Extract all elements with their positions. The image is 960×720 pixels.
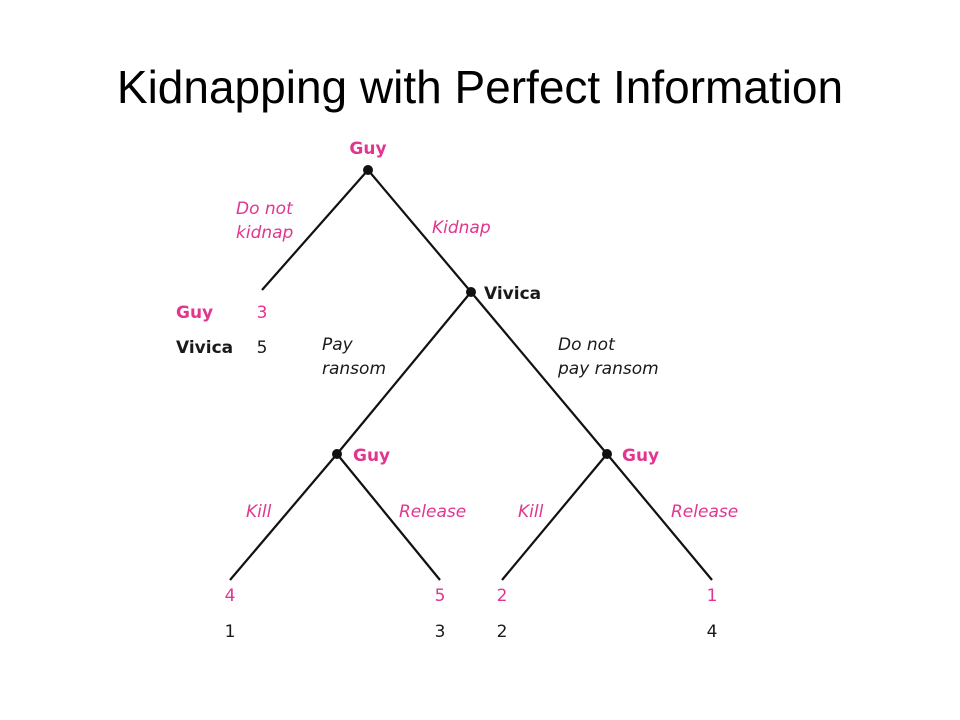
payoff-pay-kill-guy: 4 xyxy=(225,586,236,606)
payoff-no-kidnap-guy: 3 xyxy=(257,303,268,323)
edge-do-not-kidnap xyxy=(261,169,369,291)
node-label-root-guy: Guy xyxy=(349,139,386,159)
edge-kill-after-pay xyxy=(229,453,338,581)
action-pay-ransom-line1: Pay xyxy=(322,335,354,355)
edge-pay-ransom xyxy=(336,291,472,455)
payoff-pay-release-guy: 5 xyxy=(435,586,446,606)
payoff-legend-guy: Guy xyxy=(176,303,213,323)
edge-release-after-pay xyxy=(336,453,441,581)
action-release-after-pay: Release xyxy=(399,502,466,522)
action-do-not-kidnap-line1: Do not xyxy=(236,199,294,219)
action-kill-after-no-pay: Kill xyxy=(518,502,544,522)
edge-release-after-no-pay xyxy=(606,453,713,581)
slide-title: Kidnapping with Perfect Information xyxy=(116,61,844,113)
node-guy-after-no-pay xyxy=(602,449,612,459)
node-vivica xyxy=(466,287,476,297)
payoff-pay-kill-vivica: 1 xyxy=(225,622,236,642)
action-release-after-no-pay: Release xyxy=(671,502,738,522)
payoff-no-kidnap-vivica: 5 xyxy=(257,338,268,358)
node-root-guy xyxy=(363,165,373,175)
payoff-nopay-release-vivica: 4 xyxy=(707,622,718,642)
payoff-nopay-kill-guy: 2 xyxy=(497,586,508,606)
action-kill-after-pay: Kill xyxy=(246,502,272,522)
edge-do-not-pay-ransom xyxy=(470,291,608,455)
edge-kidnap xyxy=(367,169,472,293)
action-do-not-kidnap-line2: kidnap xyxy=(236,223,294,243)
action-pay-ransom-line2: ransom xyxy=(322,359,386,379)
action-kidnap: Kidnap xyxy=(432,218,491,238)
payoff-legend-vivica: Vivica xyxy=(176,338,233,358)
payoff-nopay-release-guy: 1 xyxy=(707,586,718,606)
payoff-nopay-kill-vivica: 2 xyxy=(497,622,508,642)
edge-kill-after-no-pay xyxy=(501,453,608,581)
node-label-vivica: Vivica xyxy=(484,284,541,304)
node-label-guy-after-pay: Guy xyxy=(353,446,390,466)
node-guy-after-pay xyxy=(332,449,342,459)
action-do-not-pay-line2: pay ransom xyxy=(557,359,659,379)
payoff-pay-release-vivica: 3 xyxy=(435,622,446,642)
action-do-not-pay-line1: Do not xyxy=(558,335,616,355)
node-label-guy-after-no-pay: Guy xyxy=(622,446,659,466)
